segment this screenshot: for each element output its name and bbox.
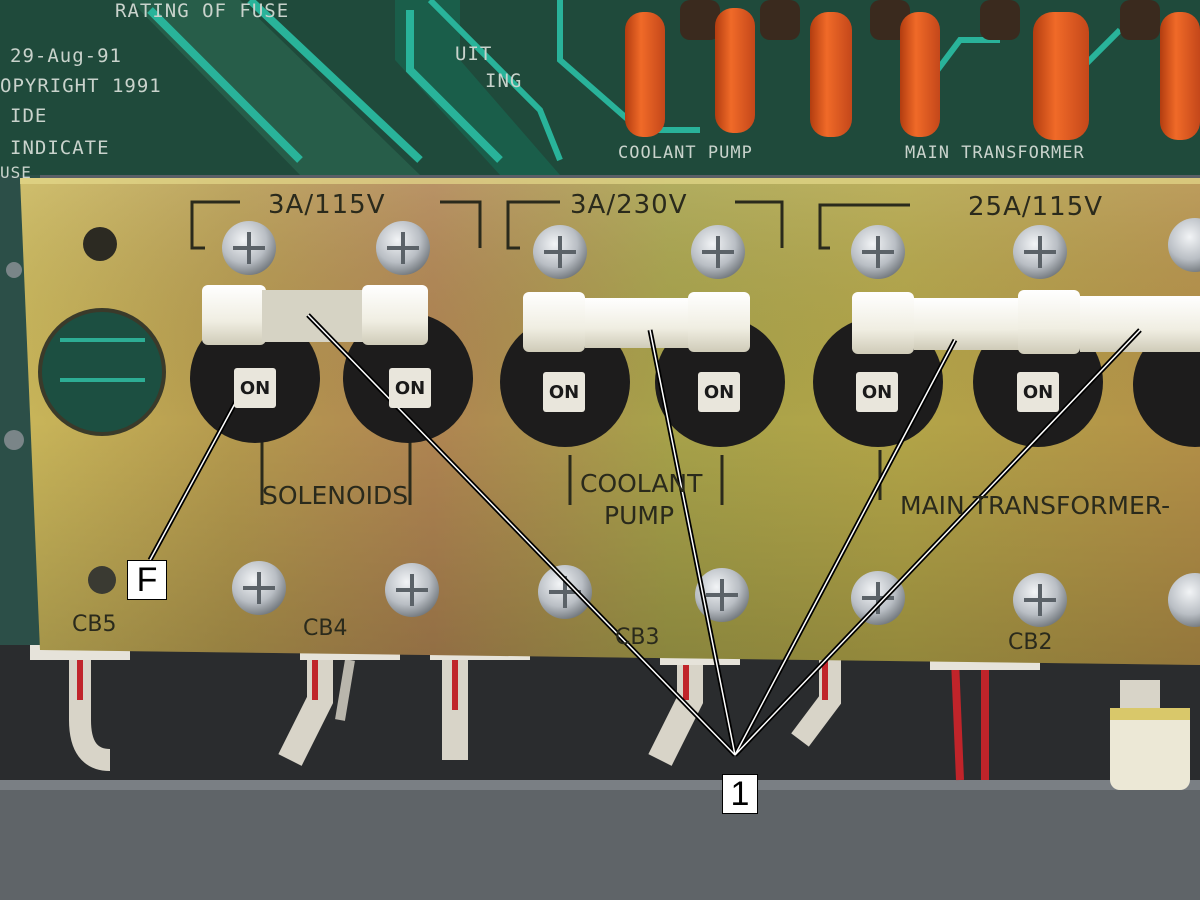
breaker-switch-cb3b[interactable]: ON <box>698 372 740 412</box>
breaker-id-cb3: CB3 <box>615 625 660 650</box>
pcb-label-date: 29-Aug-91 <box>10 45 122 67</box>
rating-main-transformer: 25A/115V <box>968 192 1104 222</box>
rating-coolant-pump: 3A/230V <box>570 190 688 220</box>
pcb-label-unit: UIT <box>455 43 493 65</box>
breaker-id-cb4: CB4 <box>303 616 348 641</box>
breaker-switch-cb5[interactable]: ON <box>234 368 276 408</box>
pcb-label-ide: IDE <box>10 105 48 127</box>
group-label-coolant: COOLANT <box>580 469 703 498</box>
breaker-id-cb2: CB2 <box>1008 630 1053 655</box>
callout-f: F <box>127 560 167 600</box>
pcb-label-main-transformer: MAIN TRANSFORMER <box>905 143 1085 163</box>
pcb-label-indicate: INDICATE <box>10 137 110 159</box>
breaker-switch-cb3a[interactable]: ON <box>543 372 585 412</box>
breaker-switch-cb2a[interactable]: ON <box>856 372 898 412</box>
pcb-label-copyright: OPYRIGHT 1991 <box>0 75 162 97</box>
rating-solenoids: 3A/115V <box>268 190 386 220</box>
breaker-id-cb5: CB5 <box>72 612 117 637</box>
group-label-pump: PUMP <box>604 501 675 530</box>
group-label-solenoids: SOLENOIDS <box>262 481 409 510</box>
breaker-switch-cb4[interactable]: ON <box>389 368 431 408</box>
pcb-label-use: USE <box>0 163 32 182</box>
callout-1: 1 <box>722 774 758 814</box>
group-label-main-transformer: MAIN TRANSFORMER- <box>900 491 1171 520</box>
pcb-label-ing: ING <box>485 70 523 92</box>
pcb-label-coolant-pump: COOLANT PUMP <box>618 143 753 163</box>
pcb-label-rating-of-fuse: RATING OF FUSE <box>115 0 290 22</box>
breaker-switch-cb2b[interactable]: ON <box>1017 372 1059 412</box>
